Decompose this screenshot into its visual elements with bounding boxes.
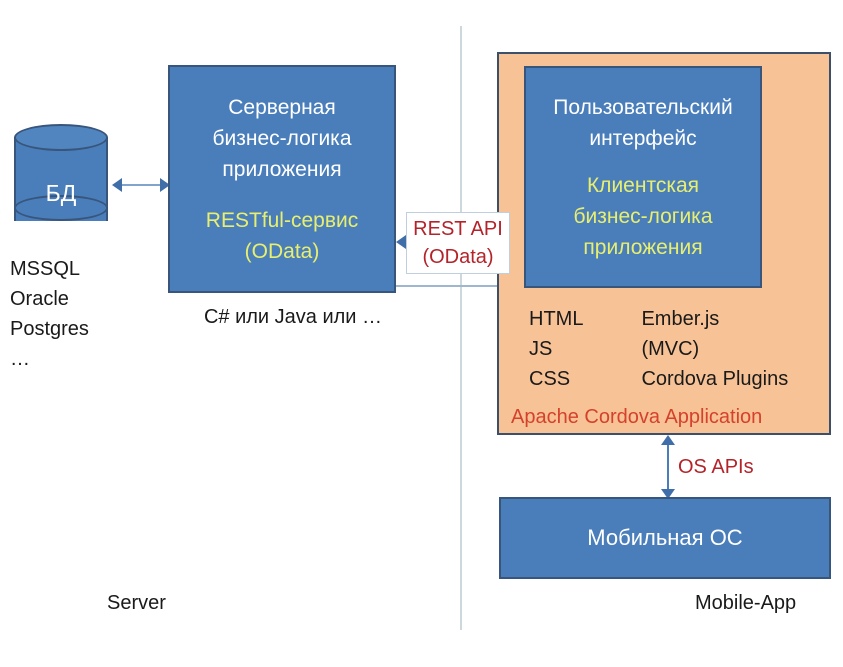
server-title-line: приложения bbox=[222, 157, 342, 181]
os-apis-arrow-head-down bbox=[661, 489, 675, 499]
os-apis-connector-line bbox=[667, 443, 669, 493]
db-server-arrow-head-left bbox=[112, 178, 122, 192]
os-apis-arrow-head-up bbox=[661, 435, 675, 445]
db-tech-item: Postgres bbox=[10, 318, 89, 340]
zone-divider-line bbox=[460, 26, 462, 630]
rest-api-label: REST API (OData) bbox=[406, 212, 510, 274]
client-box-title-group: Пользовательский интерфейс bbox=[553, 92, 732, 154]
db-tech-item: Oracle bbox=[10, 288, 69, 310]
mobile-os-box[interactable]: Мобильная ОС bbox=[499, 497, 831, 579]
client-title-line: Пользовательский bbox=[553, 95, 733, 119]
tech-column-left: HTML JS CSS bbox=[529, 304, 583, 394]
server-language-note: C# или Java или … bbox=[203, 306, 383, 328]
server-title-line: бизнес-логика bbox=[212, 126, 352, 150]
tech-item: Ember.js bbox=[641, 308, 720, 330]
mobile-app-zone-caption: Mobile-App bbox=[695, 592, 797, 614]
tech-item: HTML bbox=[529, 308, 584, 330]
tech-item: CSS bbox=[529, 368, 571, 390]
server-box-title-group: Серверная бизнес-логика приложения bbox=[212, 92, 351, 185]
db-tech-item: MSSQL bbox=[10, 258, 81, 280]
client-logic-line: приложения bbox=[583, 235, 703, 259]
rest-api-arrow-head-to-server bbox=[396, 235, 406, 249]
database-technology-list: MSSQL Oracle Postgres … bbox=[10, 254, 160, 374]
client-title-line: интерфейс bbox=[589, 126, 697, 150]
db-server-connector-line bbox=[118, 184, 166, 186]
cylinder-top-ellipse bbox=[14, 124, 108, 151]
rest-api-label-line: REST API bbox=[413, 218, 503, 240]
client-box-logic-group: Клиентская бизнес-логика приложения bbox=[573, 170, 712, 263]
client-ui-business-logic-box[interactable]: Пользовательский интерфейс Клиентская би… bbox=[524, 66, 762, 288]
server-box-service-group: RESTful-сервис (OData) bbox=[206, 205, 358, 267]
tech-column-right: Ember.js (MVC) Cordova Plugins bbox=[641, 304, 788, 394]
client-logic-line: Клиентская bbox=[586, 173, 700, 197]
server-business-logic-box[interactable]: Серверная бизнес-логика приложения RESTf… bbox=[168, 65, 396, 293]
server-service-line: (OData) bbox=[244, 239, 320, 263]
tech-item: (MVC) bbox=[641, 338, 700, 360]
db-server-arrow-head-right bbox=[160, 178, 170, 192]
apache-cordova-application-title: Apache Cordova Application bbox=[511, 406, 763, 428]
tech-item: Cordova Plugins bbox=[641, 368, 789, 390]
database-cylinder: БД bbox=[14, 124, 108, 232]
client-logic-line: бизнес-логика bbox=[573, 204, 713, 228]
tech-item: JS bbox=[529, 338, 553, 360]
os-apis-label: OS APIs bbox=[678, 456, 754, 478]
rest-api-line-to-client bbox=[396, 285, 522, 287]
rest-api-label-line: (OData) bbox=[422, 246, 494, 268]
mobile-os-label: Мобильная ОС bbox=[587, 525, 743, 550]
cylinder-bottom-ellipse bbox=[14, 195, 108, 221]
server-zone-caption: Server bbox=[107, 592, 166, 614]
database-label: БД bbox=[45, 180, 77, 206]
server-service-line: RESTful-сервис bbox=[205, 208, 359, 232]
db-tech-item: … bbox=[10, 348, 30, 370]
client-technology-columns: HTML JS CSS Ember.js (MVC) Cordova Plugi… bbox=[529, 304, 829, 394]
server-title-line: Серверная bbox=[228, 95, 336, 119]
